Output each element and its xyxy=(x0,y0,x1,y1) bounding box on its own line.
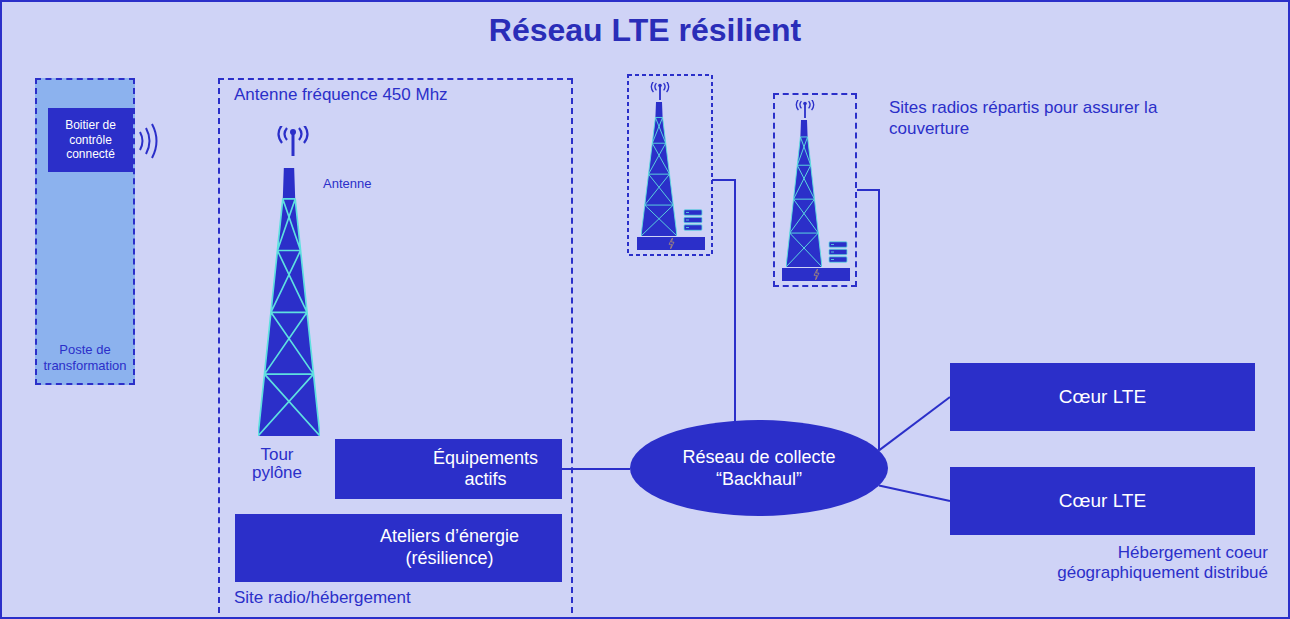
node-text: Poste de transformation xyxy=(39,342,131,373)
free-label: Antenne xyxy=(323,176,371,191)
region-box: Poste de transformation Boitier de contrô… xyxy=(35,78,135,385)
node-text: Antenne fréquence 450 Mhz xyxy=(234,85,448,105)
radio-site xyxy=(628,75,712,255)
radio-site: Sites radios répartis pour assurer la co… xyxy=(773,93,857,287)
connector-line xyxy=(857,190,879,450)
node-text: Cœur LTE xyxy=(1059,386,1146,408)
node-text: Ateliers d’énergie (résilience) xyxy=(345,526,554,569)
site-link xyxy=(712,180,735,421)
radio-site-drawing xyxy=(782,99,850,281)
node-text: Boitier de contrôle connecté xyxy=(52,118,129,161)
node-text: Équipements actifs xyxy=(415,448,556,489)
free-label: Tour pylône xyxy=(244,446,310,482)
connector-line xyxy=(879,486,950,501)
main-tower xyxy=(258,125,320,436)
control-box: Boitier de contrôle connecté xyxy=(48,108,133,172)
node-text: Cœur LTE xyxy=(1059,490,1146,512)
node-text: Réseau de collecte “Backhaul” xyxy=(670,446,848,491)
energy-box: Ateliers d’énergie (résilience) xyxy=(235,514,562,582)
radio-waves xyxy=(140,124,157,158)
ellipse-shape xyxy=(630,420,888,516)
connector-line xyxy=(879,397,950,450)
diagram-title: Réseau LTE résilient xyxy=(0,12,1290,49)
site-region: Antenne fréquence 450 MhzSite radio/hébe… xyxy=(218,78,573,619)
node-text: Sites radios répartis pour assurer la co… xyxy=(889,97,1159,140)
backhaul-ellipse: Réseau de collecte “Backhaul” xyxy=(630,420,888,516)
free-label: Hébergement coeur géographiquement distr… xyxy=(1010,543,1268,584)
core-box: Cœur LTE xyxy=(950,467,1255,535)
core-box: Cœur LTE xyxy=(950,363,1255,431)
node-text: Site radio/hébergement xyxy=(234,588,411,608)
equipment-box: Équipements actifs xyxy=(335,439,562,499)
